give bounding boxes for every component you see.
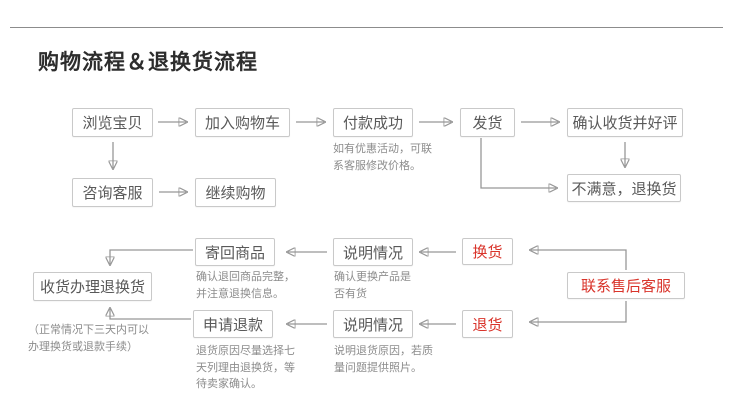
node-consult-service: 咨询客服 (72, 178, 153, 207)
node-receive-handle: 收货办理退换货 (33, 272, 152, 301)
node-confirm-receipt: 确认收货并好评 (567, 108, 683, 137)
arrow-contact-to-exchange (531, 250, 627, 270)
note-explain-return: 说明退货原因，若质 量问题提供照片。 (334, 345, 433, 374)
node-exchange: 换货 (462, 238, 513, 265)
node-send-back-goods: 寄回商品 (195, 238, 275, 266)
page-title: 购物流程＆退换货流程 (38, 51, 258, 74)
node-continue-shopping: 继续购物 (195, 178, 276, 207)
node-contact-after-sales: 联系售后客服 (567, 272, 685, 299)
node-browse: 浏览宝贝 (72, 108, 153, 137)
node-explain-return: 说明情况 (333, 310, 413, 338)
note-apply-refund: 退货原因尽量选择七 天列理由退换货，等 待卖家确认。 (196, 345, 295, 390)
top-divider (10, 27, 723, 28)
arrow-sendback-to-receive (110, 249, 193, 264)
note-pay-success: 如有优惠活动，可联 系客服修改价格。 (333, 143, 432, 172)
node-add-to-cart: 加入购物车 (195, 108, 290, 137)
arrow-ship-to-unsatisfied (480, 138, 556, 188)
node-pay-success: 付款成功 (333, 108, 413, 137)
node-unsatisfied: 不满意，退换货 (567, 174, 681, 202)
arrow-contact-to-return (531, 301, 627, 322)
node-return-goods: 退货 (462, 310, 513, 338)
node-ship: 发货 (460, 108, 515, 137)
note-send-back: 确认退回商品完整， 并注意退换信息。 (196, 271, 295, 300)
arrow-refund-to-receive (110, 309, 191, 320)
node-apply-refund: 申请退款 (193, 310, 273, 338)
note-three-days: （正常情况下三天内可以 办理换货或退款手续） (28, 324, 149, 353)
note-explain-exchange: 确认更换产品是 否有货 (334, 271, 411, 300)
node-explain-exchange: 说明情况 (333, 238, 413, 266)
